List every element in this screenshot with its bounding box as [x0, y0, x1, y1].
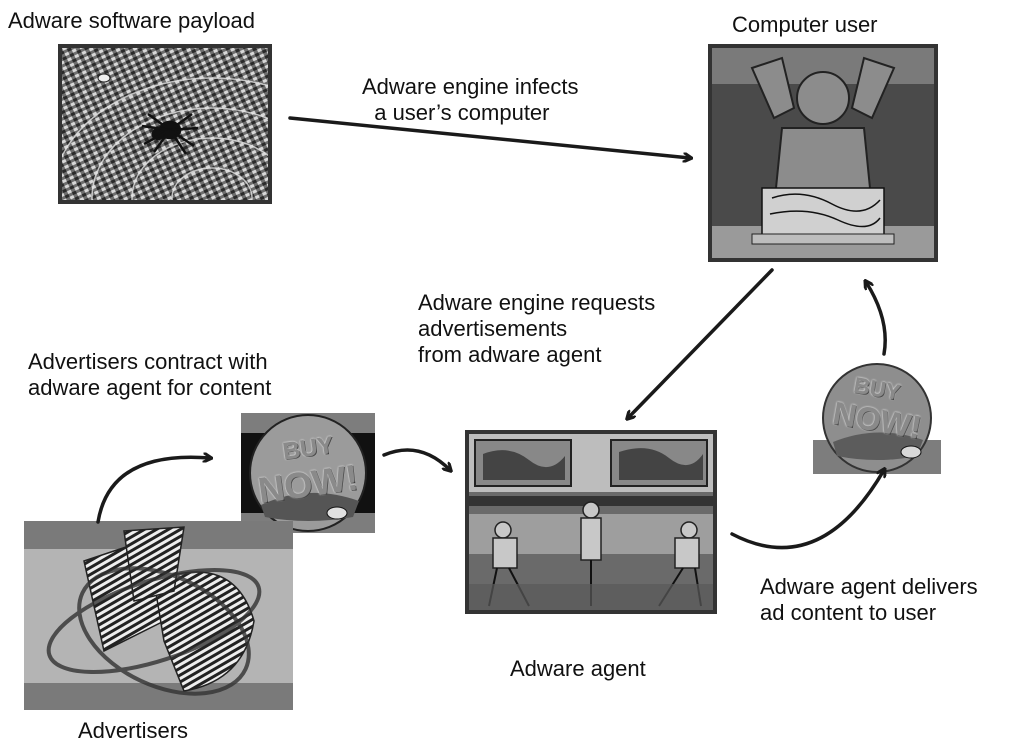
- computer-user-label: Computer user: [732, 12, 878, 37]
- payload-label: Adware software payload: [8, 8, 256, 33]
- arrow-user-to-agent: [628, 268, 774, 418]
- advertisers-label: Advertisers: [78, 718, 189, 743]
- arrow-advertisers-to-badge: [96, 457, 210, 524]
- ad-badge-left: BUY NOW!: [241, 413, 375, 533]
- ad-badge-right: BUY NOW!: [813, 360, 941, 474]
- abstract-swirl-picture: [24, 521, 293, 710]
- payload-image: [58, 44, 272, 204]
- infects-label: Adware engine infects a user’s computer: [362, 74, 579, 125]
- arrow-payload-to-user: [288, 116, 690, 158]
- arrow-badge-to-user: [866, 282, 887, 356]
- computer-user-image: [708, 44, 938, 262]
- agent-label: Adware agent: [510, 656, 646, 681]
- frustrated-user-picture: [712, 48, 934, 258]
- badge-right-circle: [813, 363, 941, 474]
- arrow-badge-to-agent: [382, 448, 450, 470]
- advertisers-image: [24, 521, 293, 710]
- agent-image: [465, 430, 717, 614]
- badge-left-circle: [241, 414, 375, 532]
- requests-label: Adware engine requests advertisements fr…: [418, 290, 656, 367]
- contract-label: Advertisers contract with adware agent f…: [28, 349, 272, 400]
- meeting-room-picture: [469, 434, 713, 610]
- arrow-agent-to-badge: [730, 470, 884, 550]
- spider-shape: [141, 112, 199, 155]
- spider-web-picture: [62, 48, 268, 200]
- delivers-label: Adware agent delivers ad content to user: [760, 574, 978, 625]
